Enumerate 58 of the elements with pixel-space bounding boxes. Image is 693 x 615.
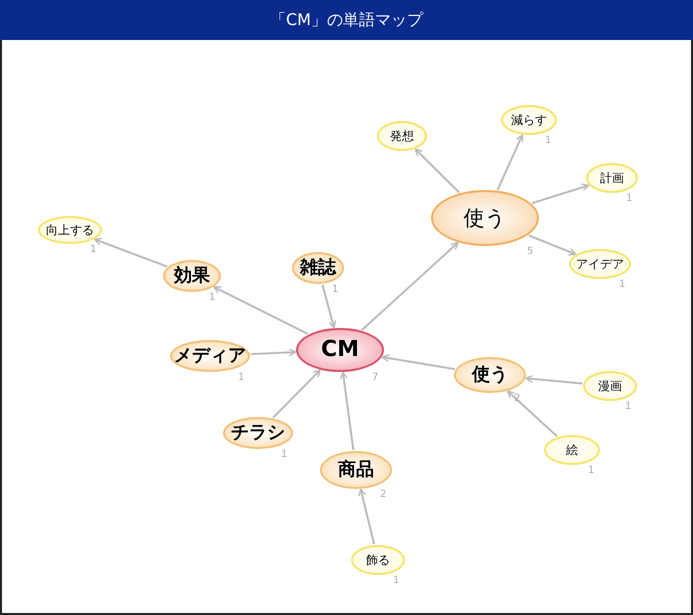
word-label: 発想 xyxy=(390,130,414,142)
arrow xyxy=(381,354,456,370)
word-ellipse xyxy=(292,252,344,284)
word-ellipse xyxy=(501,105,557,135)
arrow xyxy=(213,286,308,335)
frequency-count: 1 xyxy=(281,450,288,460)
word-label: 減らす xyxy=(511,114,547,126)
word-ellipse xyxy=(569,249,631,279)
arrow xyxy=(361,242,459,331)
frequency-count: 1 xyxy=(619,280,626,290)
word-ellipse xyxy=(583,371,637,401)
word-ellipse xyxy=(544,435,600,465)
word-label: 向上する xyxy=(46,224,94,236)
frequency-count: 1 xyxy=(626,194,632,204)
word-ellipse xyxy=(431,190,539,246)
frequency-count: 1 xyxy=(238,373,244,383)
frequency-count: 2 xyxy=(380,490,386,500)
frequency-count: 1 xyxy=(209,293,216,303)
arrow xyxy=(272,369,321,418)
arrow xyxy=(496,134,524,190)
arrow xyxy=(532,183,590,204)
frequency-count: 1 xyxy=(625,402,632,412)
frequency-count: 1 xyxy=(393,576,400,586)
arrow xyxy=(358,488,376,544)
word-ellipse xyxy=(163,260,221,292)
word-label: 効果 xyxy=(174,267,210,285)
word-ellipse xyxy=(586,163,638,193)
arrow xyxy=(525,374,582,384)
frequency-count: 1 xyxy=(90,245,96,255)
word-ellipse xyxy=(351,545,405,575)
word-label: メディア xyxy=(174,347,246,365)
word-label: 商品 xyxy=(338,461,374,479)
title: 「CM」の単語マップ xyxy=(270,9,423,31)
arrow xyxy=(250,348,297,357)
frequency-count: 7 xyxy=(372,373,378,383)
frequency-count: 1 xyxy=(545,136,552,146)
word-label: チラシ xyxy=(231,424,285,442)
word-label: 使う xyxy=(472,366,508,384)
word-label: 使う xyxy=(464,208,506,228)
word-label: 雑誌 xyxy=(300,259,336,277)
frequency-count: 1 xyxy=(332,285,338,295)
word-label: CM xyxy=(320,339,360,361)
arrow xyxy=(94,238,168,268)
arrow xyxy=(322,284,336,329)
arrow xyxy=(340,372,354,450)
word-ellipse xyxy=(38,216,102,244)
word-label: 計画 xyxy=(600,172,624,184)
arrow xyxy=(528,234,577,256)
word-label: アイデア xyxy=(576,258,624,270)
word-label: 絵 xyxy=(566,444,578,456)
frequency-count: 1 xyxy=(588,466,594,476)
word-label: 飾る xyxy=(366,554,390,566)
frequency-count: 5 xyxy=(527,247,534,257)
frequency-count: 2 xyxy=(514,394,520,404)
word-label: 漫画 xyxy=(598,380,622,392)
arrow xyxy=(414,148,460,194)
arrow xyxy=(506,390,558,438)
word-ellipse xyxy=(377,121,427,151)
